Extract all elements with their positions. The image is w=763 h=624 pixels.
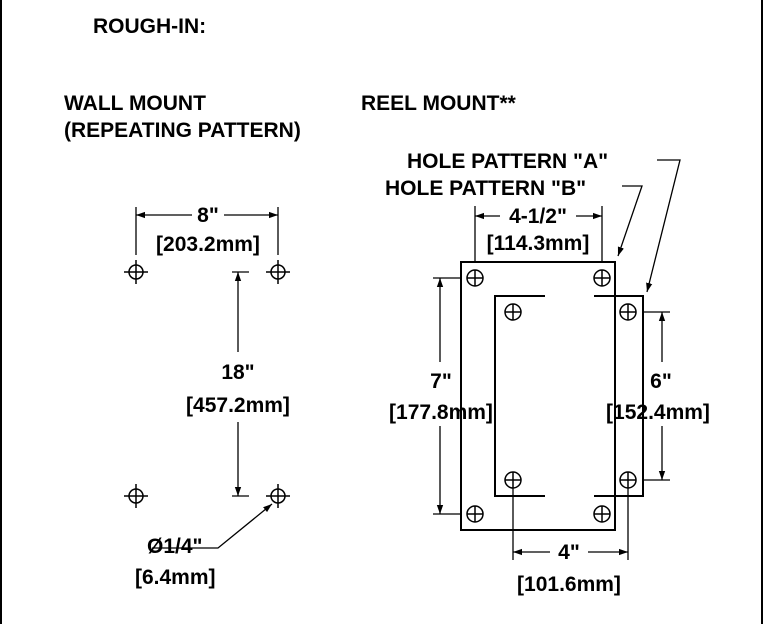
rough-in-title: ROUGH-IN: xyxy=(93,15,206,38)
reel-right-height-in-label: 6" xyxy=(650,370,672,393)
reel-inner-bracket-bottom xyxy=(494,430,545,497)
reel-top-width-mm-label: [114.3mm] xyxy=(487,232,590,255)
reel-hole-b-top-right xyxy=(593,269,611,287)
reel-hole-b-top-left xyxy=(466,269,484,287)
wall-hole-top-left xyxy=(123,259,149,285)
wall-height-mm-label: [457.2mm] xyxy=(186,394,290,417)
hole-diameter-in-label: Ø1/4" xyxy=(147,535,202,558)
hole-diameter-leader xyxy=(152,503,273,549)
reel-plate xyxy=(460,261,616,531)
hole-pattern-b-leader xyxy=(617,185,643,257)
wall-mount-subheading: (REPEATING PATTERN) xyxy=(64,119,301,142)
hole-pattern-b-label: HOLE PATTERN "B" xyxy=(385,177,586,200)
reel-hole-b-bottom-left xyxy=(466,505,484,523)
wall-hole-bottom-right xyxy=(265,483,291,509)
reel-hole-b-bottom-right xyxy=(593,505,611,523)
wall-hole-top-right xyxy=(265,259,291,285)
reel-mount-heading: REEL MOUNT** xyxy=(361,92,517,115)
wall-width-in-label: 8" xyxy=(197,204,219,227)
hole-pattern-a-leader xyxy=(646,159,681,293)
reel-mount-pattern: HOLE PATTERN "A" HOLE PATTERN "B" 4-1/2"… xyxy=(385,150,710,596)
hole-pattern-a-label: HOLE PATTERN "A" xyxy=(407,150,608,173)
reel-left-height-in-label: 7" xyxy=(430,370,452,393)
reel-right-height-mm-label: [152.4mm] xyxy=(606,401,710,424)
reel-left-height-mm-label: [177.8mm] xyxy=(389,401,493,424)
hole-diameter-mm-label: [6.4mm] xyxy=(135,566,216,589)
reel-hole-a-bottom-left xyxy=(504,471,522,489)
wall-hole-bottom-left xyxy=(123,483,149,509)
wall-height-in-label: 18" xyxy=(221,361,254,384)
wall-width-mm-label: [203.2mm] xyxy=(156,233,260,256)
wall-mount-pattern: 8" [203.2mm] 18" [457.2mm] Ø1/4" [6.4mm] xyxy=(123,204,291,589)
reel-hole-a-top-right xyxy=(619,303,637,321)
wall-mount-heading: WALL MOUNT xyxy=(64,92,206,115)
reel-bottom-width-in-label: 4" xyxy=(558,541,580,564)
reel-bottom-width-mm-label: [101.6mm] xyxy=(517,573,621,596)
reel-top-width-in-label: 4-1/2" xyxy=(509,205,567,228)
reel-inner-bracket-top xyxy=(494,295,545,430)
reel-side-bracket xyxy=(615,295,644,497)
reel-hole-a-bottom-right xyxy=(619,471,637,489)
reel-hole-a-top-left xyxy=(504,303,522,321)
